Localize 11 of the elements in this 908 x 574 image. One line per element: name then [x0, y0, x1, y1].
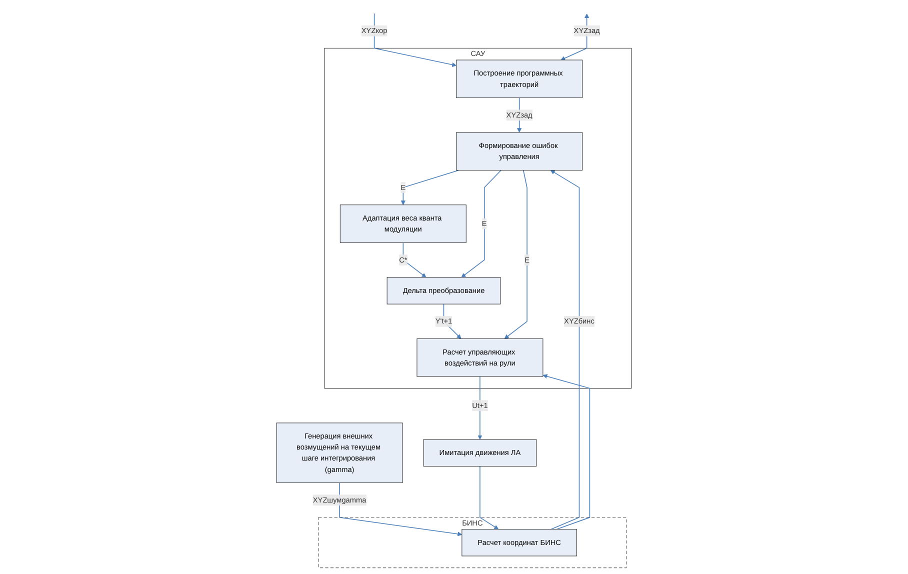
arrow — [550, 170, 580, 530]
arrow — [504, 170, 528, 339]
arrow — [542, 374, 590, 530]
arrow — [480, 466, 499, 530]
arrow — [374, 13, 457, 67]
arrow — [478, 376, 482, 440]
arrow — [400, 170, 460, 206]
arrow — [402, 242, 426, 278]
arrow — [443, 304, 462, 339]
arrow — [461, 170, 502, 278]
arrow — [339, 482, 462, 536]
